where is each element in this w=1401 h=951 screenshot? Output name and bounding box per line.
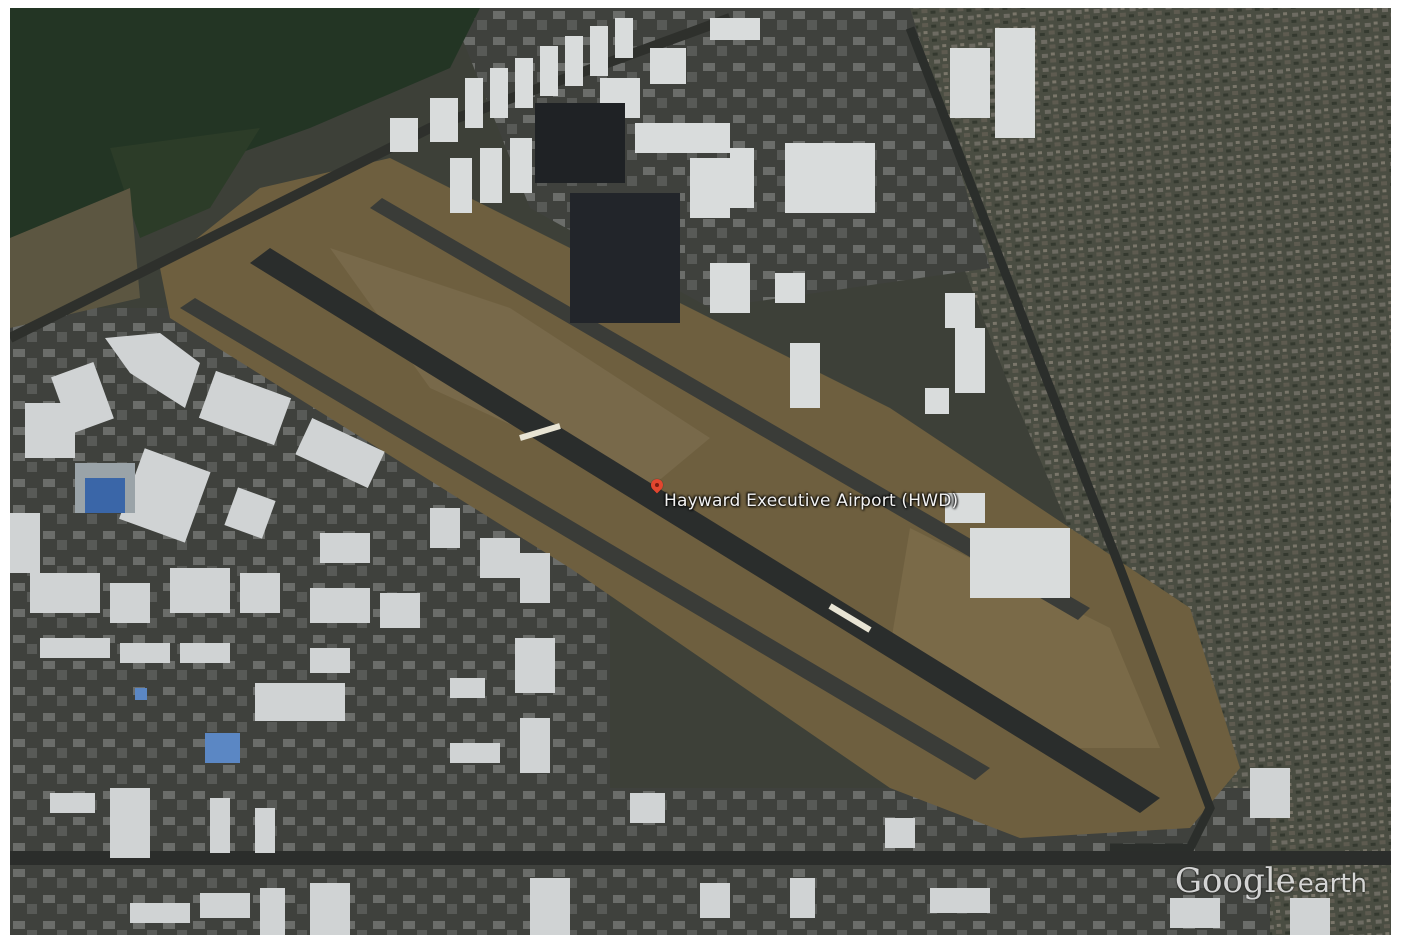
- google-earth-watermark: Googleearth: [1175, 861, 1367, 901]
- aerial-imagery: [10, 8, 1391, 935]
- airport-label[interactable]: Hayward Executive Airport (HWD): [664, 491, 959, 511]
- satellite-map[interactable]: Hayward Executive Airport (HWD) Googleea…: [10, 8, 1391, 935]
- watermark-product: earth: [1297, 869, 1367, 899]
- airport-placemark[interactable]: Hayward Executive Airport (HWD): [650, 461, 958, 511]
- map-pin-icon[interactable]: [650, 479, 664, 493]
- watermark-brand: Google: [1174, 861, 1296, 901]
